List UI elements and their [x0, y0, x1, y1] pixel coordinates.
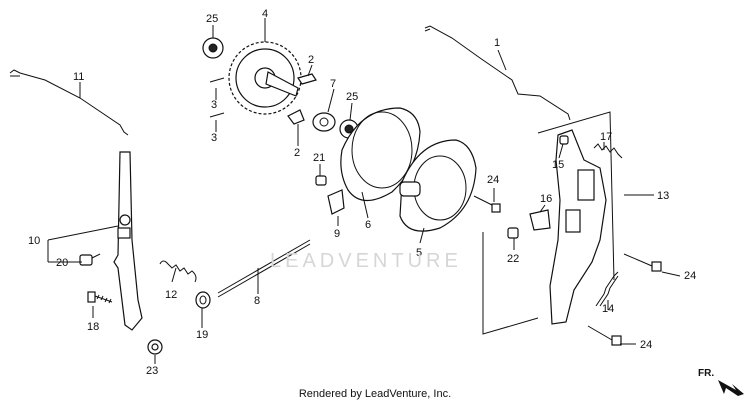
part-nut-23[interactable]	[147, 339, 163, 355]
part-pin-3b[interactable]	[209, 112, 225, 118]
callout-16: 16	[540, 193, 552, 205]
callout-1: 1	[494, 37, 500, 49]
part-bolt-24c[interactable]	[587, 325, 622, 346]
callout-11: 11	[73, 71, 84, 83]
callout-25a: 25	[206, 13, 218, 25]
part-cam-7[interactable]	[312, 112, 336, 132]
part-bolt-20[interactable]	[79, 253, 101, 266]
part-frame-13[interactable]	[482, 111, 615, 335]
part-clip-16[interactable]	[529, 209, 551, 231]
part-bolt-15[interactable]	[559, 135, 569, 145]
direction-label: FR.	[698, 368, 715, 379]
footer-credit: Rendered by LeadVenture, Inc.	[298, 388, 452, 400]
callout-5: 5	[416, 247, 422, 259]
callout-22: 22	[507, 253, 519, 265]
callout-6: 6	[365, 219, 371, 231]
part-bearing-25-top[interactable]	[202, 37, 224, 59]
part-spring-14[interactable]	[595, 271, 619, 307]
callout-19: 19	[196, 329, 208, 341]
part-spring-17[interactable]	[593, 143, 623, 159]
callout-14: 14	[602, 303, 614, 315]
callout-17: 17	[600, 131, 612, 143]
part-bolt-24a[interactable]	[473, 195, 501, 213]
part-rod-1[interactable]	[424, 25, 571, 121]
callout-24b: 24	[684, 270, 696, 282]
part-bracket-9[interactable]	[327, 189, 345, 215]
part-clip-2b[interactable]	[287, 109, 305, 125]
leader-lines	[47, 18, 681, 364]
callout-21: 21	[313, 152, 325, 164]
callout-2a: 2	[308, 54, 314, 66]
callout-24a: 24	[487, 174, 499, 186]
callout-4: 4	[262, 8, 268, 20]
direction-arrow-icon	[718, 380, 744, 396]
part-bolt-21[interactable]	[315, 175, 327, 186]
part-collar-19[interactable]	[195, 291, 211, 309]
callout-8: 8	[254, 295, 260, 307]
part-pin-3a[interactable]	[209, 77, 225, 83]
callout-25b: 25	[346, 91, 358, 103]
part-bolt-24b[interactable]	[623, 253, 662, 272]
callout-20: 20	[56, 257, 68, 269]
part-gear-4[interactable]	[228, 41, 302, 115]
part-screw-18[interactable]	[87, 291, 113, 304]
part-spring-12[interactable]	[159, 260, 197, 283]
callout-2b: 2	[294, 147, 300, 159]
part-clip-2a[interactable]	[297, 73, 317, 85]
part-rod-11[interactable]	[9, 69, 129, 136]
callout-18: 18	[87, 321, 99, 333]
callout-10: 10	[28, 235, 40, 247]
callout-7: 7	[330, 78, 336, 90]
callout-15: 15	[552, 159, 564, 171]
watermark: LEADVENTURE	[270, 250, 462, 272]
part-lever-10[interactable]	[113, 151, 143, 331]
callout-3a: 3	[211, 99, 217, 111]
callout-23: 23	[146, 365, 158, 377]
part-cover-5[interactable]	[399, 139, 477, 232]
callout-13: 13	[657, 190, 669, 202]
part-bolt-22[interactable]	[507, 227, 519, 239]
part-rod-8[interactable]	[217, 239, 311, 298]
callout-3b: 3	[211, 132, 217, 144]
callout-labels: 1 2 2 3 3 4 5 6 7 8 9 10 11 12 13 14 15 …	[28, 8, 696, 377]
callout-24c: 24	[640, 339, 652, 351]
callout-12: 12	[165, 289, 177, 301]
callout-9: 9	[334, 228, 340, 240]
